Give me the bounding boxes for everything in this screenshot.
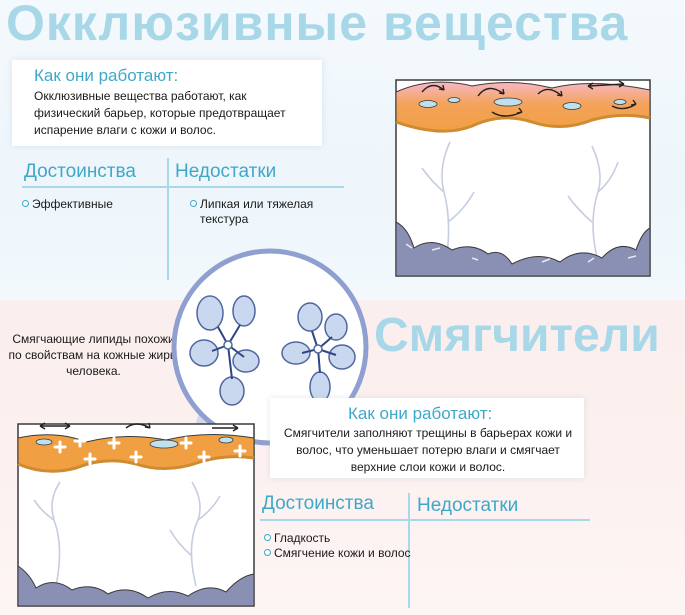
occlusives-cons-heading: Недостатки (175, 161, 277, 182)
emollient-skin-illustration (17, 422, 255, 607)
plus-icon (53, 434, 247, 466)
bullet-dot-icon (264, 549, 271, 556)
lipid-magnifier (171, 248, 369, 446)
lipid-molecule-icon (281, 302, 356, 403)
emollients-how-card: Как они работают: Смягчители заполняют т… (270, 398, 584, 478)
occlusives-title: Окклюзивные вещества (6, 0, 629, 51)
arrow-icon (39, 422, 239, 432)
emollients-pro-item: Гладкость (264, 531, 414, 546)
bullet-dot-icon (190, 200, 197, 207)
occlusive-skin-illustration (395, 79, 651, 277)
occlusives-con-item: Липкая или тяжелая текстура (190, 197, 350, 227)
occlusives-table-divider (167, 158, 169, 280)
lipid-molecule-icon (189, 295, 260, 406)
emollients-how-heading: Как они работают: (348, 404, 493, 423)
emollients-cons-heading: Недостатки (417, 495, 519, 516)
occlusives-pros-heading: Достоинства (24, 161, 136, 182)
emollients-table-rule (260, 519, 590, 521)
lipid-note: Смягчающие липиды похожи по свойствам на… (8, 332, 179, 378)
occlusives-how-card: Как они работают: Окклюзивные вещества р… (12, 60, 322, 146)
emollients-title: Смягчители (374, 309, 660, 362)
occlusives-how-text: Окклюзивные вещества работают, как физич… (34, 89, 286, 137)
bullet-dot-icon (264, 534, 271, 541)
occlusives-table-rule (22, 186, 344, 188)
occlusives-how-heading: Как они работают: (34, 66, 179, 85)
bullet-dot-icon (22, 200, 29, 207)
emollients-table-divider (408, 493, 410, 608)
emollients-pro-item: Смягчение кожи и волос (264, 546, 414, 561)
emollients-pros-heading: Достоинства (262, 493, 374, 514)
emollients-how-text: Смягчители заполняют трещины в барьерах … (283, 426, 573, 474)
arrow-icon (421, 80, 637, 117)
occlusives-pro-item: Эффективные (22, 197, 167, 212)
